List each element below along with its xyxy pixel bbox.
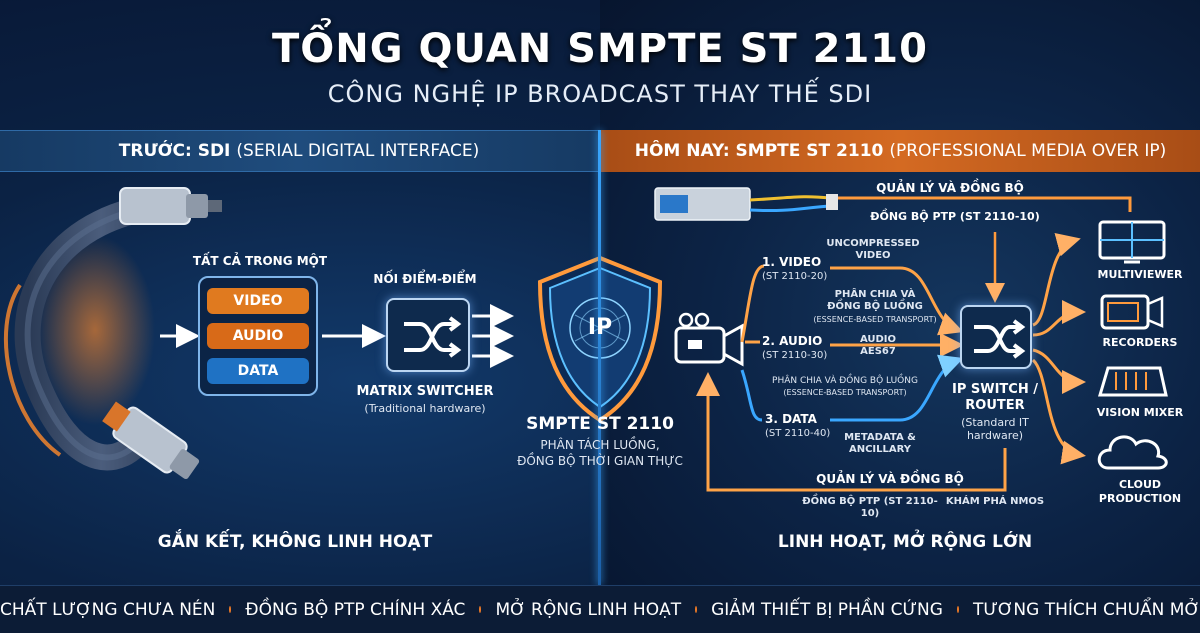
- audio-flow-std: (ST 2110-30): [762, 350, 828, 361]
- benefit-5: TƯƠNG THÍCH CHUẨN MỞ: [972, 599, 1200, 620]
- split-sub-1: (ESSENCE-BASED TRANSPORT): [813, 315, 937, 324]
- shuffle-icon: [974, 319, 1026, 359]
- output-cloud-production: CLOUD PRODUCTION: [1098, 478, 1182, 505]
- output-recorders: RECORDERS: [1102, 336, 1178, 349]
- all-in-one-label: TẤT CẢ TRONG MỘT: [192, 254, 328, 268]
- ip-switch-sub: (Standard IT hardware): [961, 416, 1029, 443]
- nmos-label: KHÁM PHÁ NMOS: [945, 496, 1045, 507]
- data-flow-std: (ST 2110-40): [765, 428, 831, 439]
- data-flow-label: 3. DATA: [765, 412, 817, 426]
- st2110-header-rest: (PROFESSIONAL MEDIA OVER IP): [889, 141, 1167, 161]
- bullet-dot: [695, 606, 698, 613]
- metadata-label: METADATA & ANCILLARY: [844, 432, 916, 455]
- audio-aes-label: AUDIO AES67: [859, 334, 897, 357]
- bullet-dot: [479, 606, 482, 613]
- sdi-caption: GẮN KẾT, KHÔNG LINH HOẠT: [157, 532, 433, 552]
- matrix-switcher-box: [386, 298, 470, 372]
- recorder-icon: [1100, 294, 1164, 330]
- video-flow-label: 1. VIDEO: [762, 255, 822, 269]
- split-label-1: PHÂN CHIA VÀ ĐỒNG BỘ LUỒNG: [827, 289, 923, 312]
- cloud-icon: [1097, 435, 1168, 470]
- audio-flow-label: 2. AUDIO: [762, 334, 823, 348]
- benefit-2: ĐỒNG BỘ PTP CHÍNH XÁC: [245, 599, 466, 620]
- uncompressed-label: UNCOMPRESSED VIDEO: [826, 238, 920, 261]
- ptp-bottom-label: ĐỒNG BỘ PTP (ST 2110-10): [802, 496, 938, 519]
- stack-video: VIDEO: [207, 288, 309, 314]
- ip-switch-box: [960, 305, 1032, 369]
- ip-badge: IP: [587, 315, 613, 340]
- benefits-footer: CHẤT LƯỢNG CHƯA NÉN ĐỒNG BỘ PTP CHÍNH XÁ…: [0, 585, 1200, 633]
- bullet-dot: [956, 606, 959, 613]
- center-desc-1: PHÂN TÁCH LUỒNG,: [540, 438, 660, 452]
- camera-icon: [674, 312, 744, 367]
- video-flow-std: (ST 2110-20): [762, 271, 828, 282]
- center-desc-2: ĐỒNG BỘ THỜI GIAN THỰC: [517, 454, 683, 468]
- benefit-4: GIẢM THIẾT BỊ PHẦN CỨNG: [711, 599, 943, 620]
- ip-switch-title: IP SWITCH / ROUTER: [952, 382, 1038, 414]
- split-sub-2: (ESSENCE-BASED TRANSPORT): [783, 388, 907, 397]
- sfp-module-icon: [654, 187, 838, 221]
- matrix-switcher-title: MATRIX SWITCHER: [356, 384, 494, 399]
- output-multiviewer: MULTIVIEWER: [1097, 268, 1183, 281]
- sdi-header-bold: TRƯỚC: SDI: [118, 141, 231, 161]
- st2110-header-bold: HÔM NAY: SMPTE ST 2110: [634, 141, 884, 161]
- mgmt-bottom-label: QUẢN LÝ VÀ ĐỒNG BỘ: [816, 472, 964, 486]
- page-title: TỔNG QUAN SMPTE ST 2110: [272, 26, 928, 72]
- point-to-point-label: NỐI ĐIỂM-ĐIỂM: [373, 272, 477, 286]
- matrix-switcher-sub: (Traditional hardware): [364, 402, 486, 415]
- st2110-caption: LINH HOẠT, MỞ RỘNG LỚN: [777, 532, 1033, 552]
- sdi-cable-graphic: [3, 187, 222, 480]
- page-subtitle: CÔNG NGHỆ IP BROADCAST THAY THẾ SDI: [327, 80, 873, 108]
- stack-data: DATA: [207, 358, 309, 384]
- center-name: SMPTE ST 2110: [526, 414, 674, 434]
- ptp-top-label: ĐỒNG BỘ PTP (ST 2110-10): [870, 210, 1040, 223]
- vision-mixer-icon: [1097, 366, 1168, 397]
- shuffle-icon: [404, 316, 462, 358]
- split-label-2: PHÂN CHIA VÀ ĐỒNG BỘ LUỒNG: [772, 376, 918, 386]
- right-panel-background: [600, 0, 1200, 585]
- center-divider: [598, 130, 601, 585]
- bullet-dot: [229, 606, 232, 613]
- st2110-section-header: HÔM NAY: SMPTE ST 2110 (PROFESSIONAL MED…: [601, 130, 1200, 172]
- stack-audio: AUDIO: [207, 323, 309, 349]
- benefit-1: CHẤT LƯỢNG CHƯA NÉN: [0, 599, 216, 620]
- sdi-section-header: TRƯỚC: SDI (SERIAL DIGITAL INTERFACE): [0, 130, 598, 172]
- sdi-header-rest: (SERIAL DIGITAL INTERFACE): [236, 141, 480, 161]
- multiviewer-icon: [1098, 220, 1166, 264]
- mgmt-top-label: QUẢN LÝ VÀ ĐỒNG BỘ: [876, 181, 1024, 195]
- output-vision-mixer: VISION MIXER: [1096, 406, 1184, 419]
- benefit-3: MỞ RỘNG LINH HOẠT: [495, 599, 682, 620]
